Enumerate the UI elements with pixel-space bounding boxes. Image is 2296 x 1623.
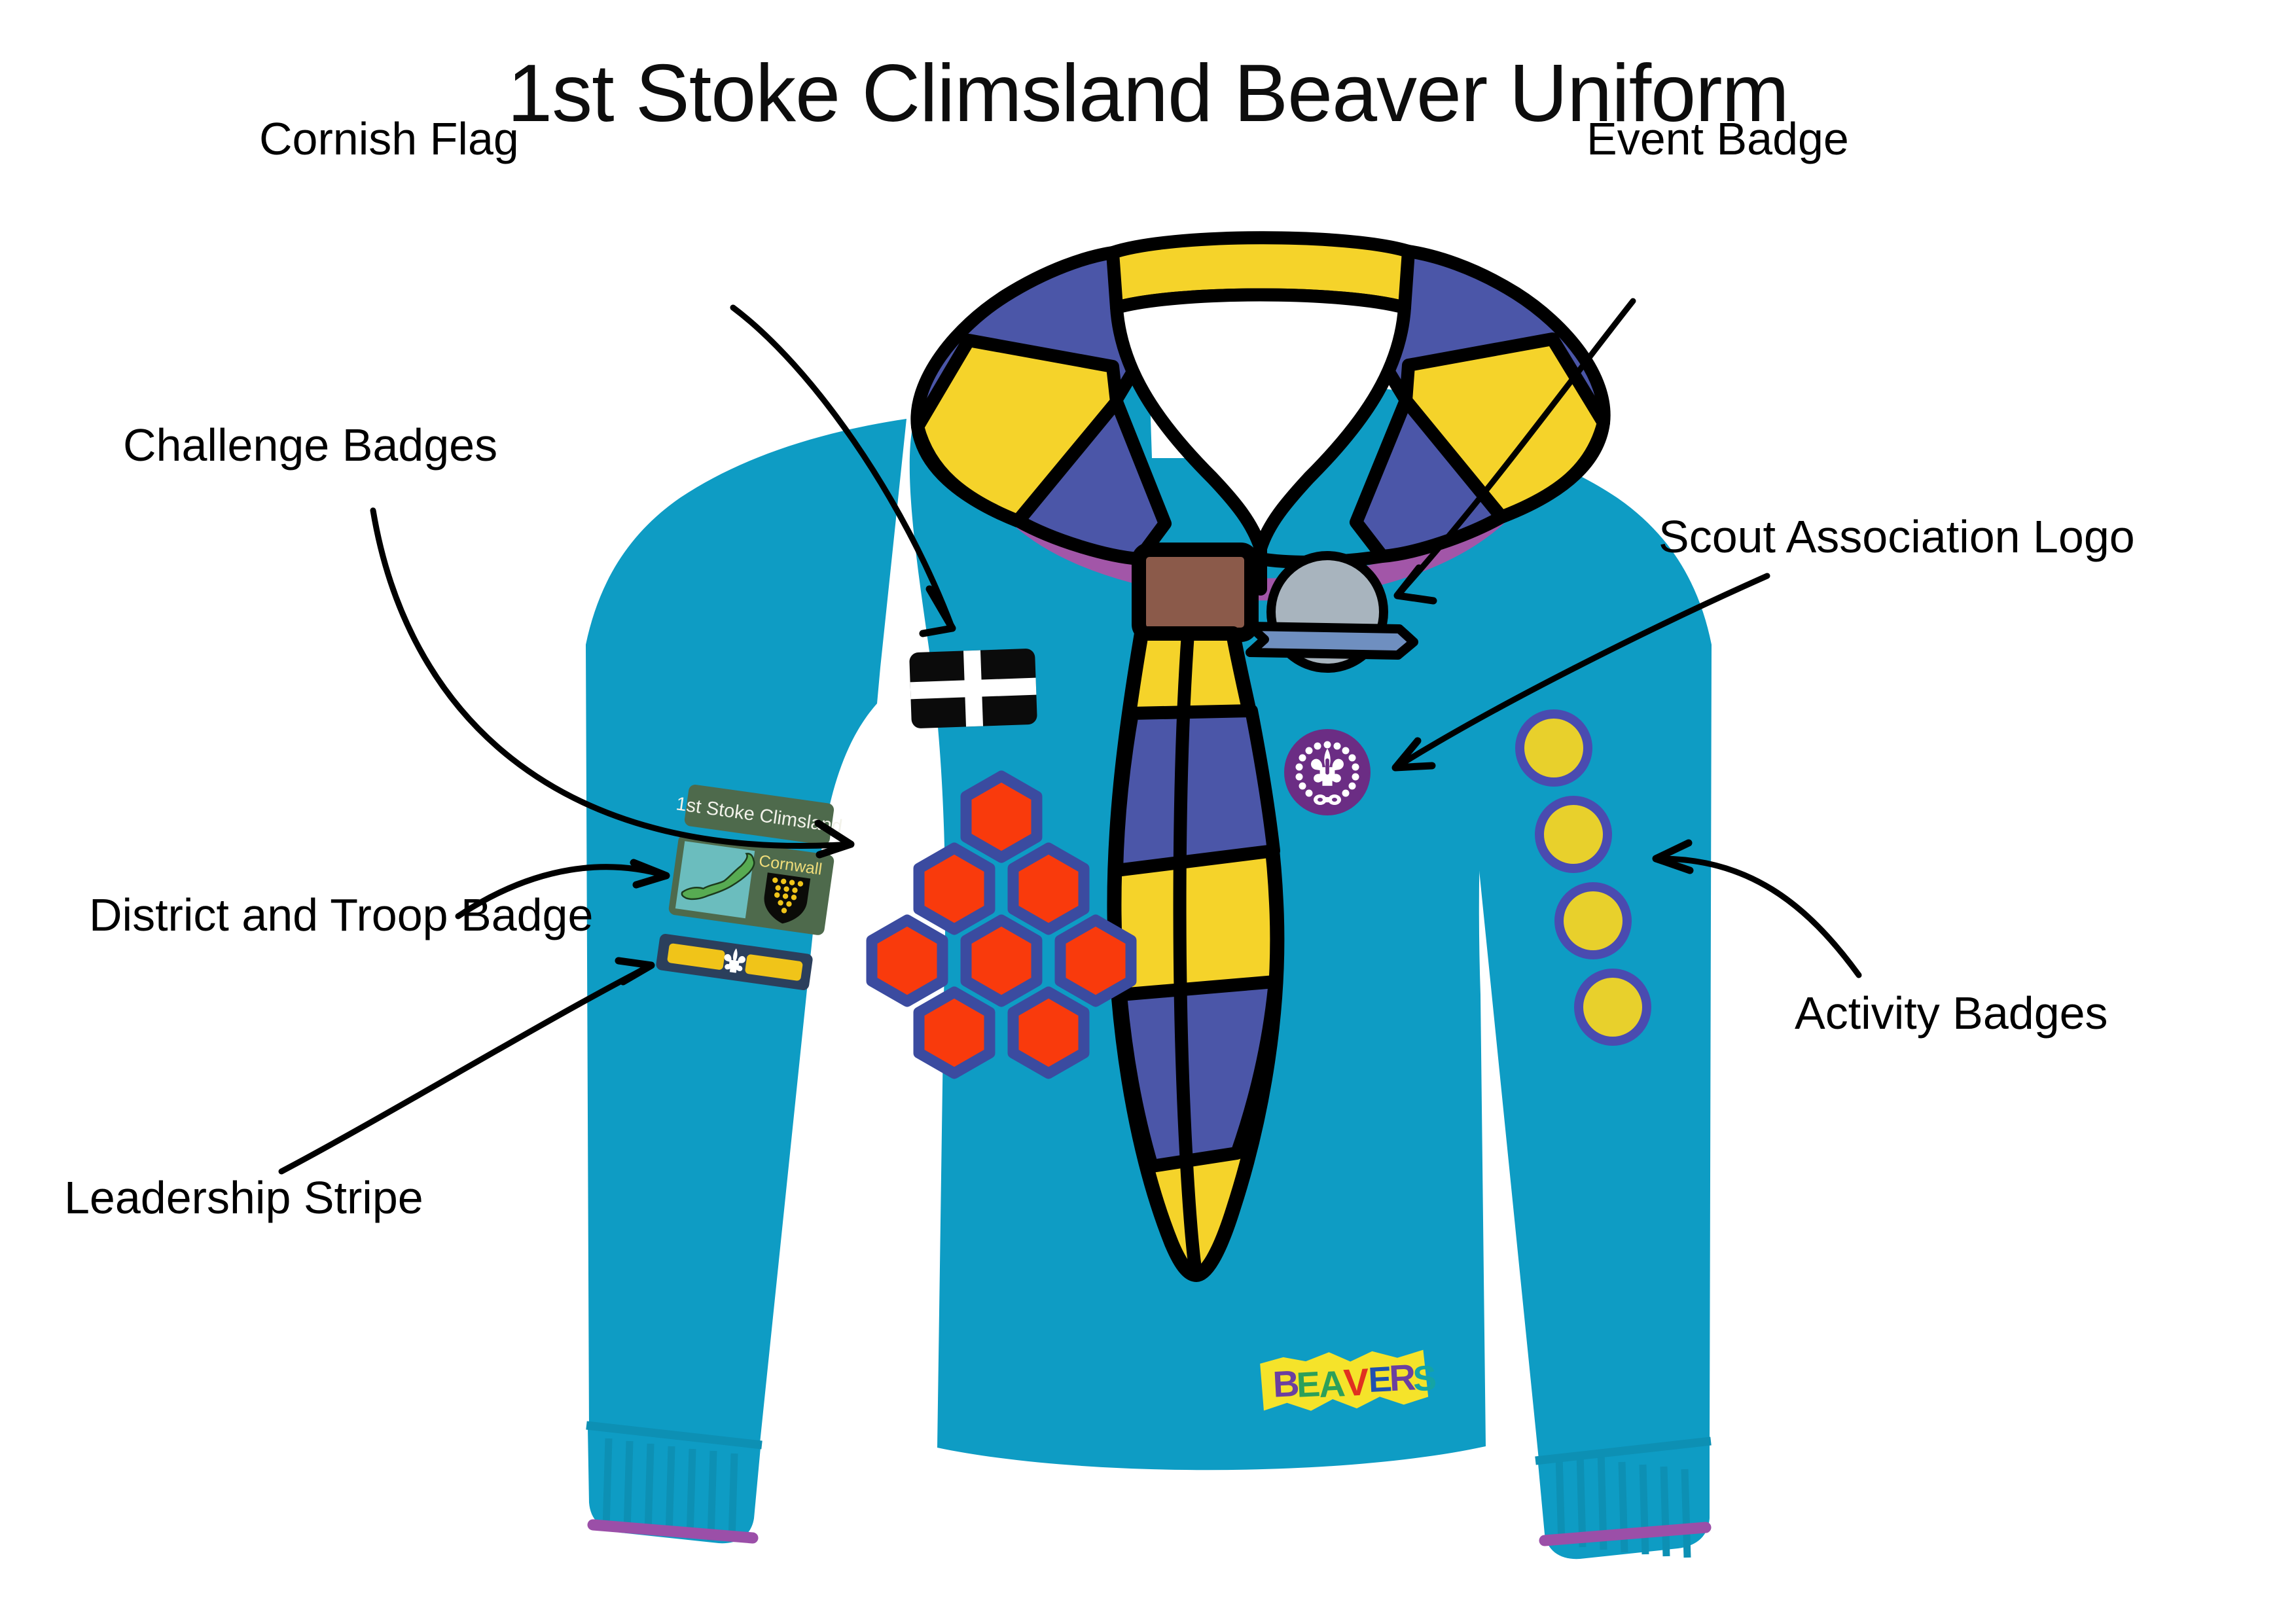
beavers-letter: A: [1318, 1363, 1346, 1405]
activity-badge[interactable]: [1559, 887, 1627, 955]
label-district-and-troop-badge: District and Troop Badge: [89, 889, 594, 940]
beavers-letter: B: [1272, 1363, 1300, 1405]
left-cuff: [586, 1421, 762, 1544]
label-cornish-flag: Cornish Flag: [259, 113, 519, 164]
beavers-logo: B E A V E R S: [1260, 1349, 1437, 1411]
label-challenge-badges: Challenge Badges: [123, 419, 498, 471]
challenge-badge[interactable]: [966, 776, 1037, 857]
neckerchief-tail: [1107, 626, 1285, 1282]
challenge-badge[interactable]: [1060, 920, 1131, 1001]
challenge-badge[interactable]: [1013, 992, 1084, 1073]
beavers-letter: E: [1295, 1364, 1321, 1405]
leadership-stripe[interactable]: [655, 933, 813, 991]
beavers-letter: R: [1388, 1356, 1417, 1399]
label-leadership-stripe: Leadership Stripe: [64, 1172, 423, 1223]
cornish-flag-badge[interactable]: [909, 649, 1037, 729]
challenge-badge[interactable]: [919, 992, 990, 1073]
fleur-de-lis-icon: [724, 948, 745, 973]
challenge-badge[interactable]: [919, 848, 990, 929]
activity-badge[interactable]: [1520, 714, 1588, 782]
leadership-stripe-segment: [745, 954, 803, 981]
scout-association-logo[interactable]: [1284, 729, 1371, 815]
challenge-badge[interactable]: [966, 920, 1037, 1001]
challenge-badge[interactable]: [1013, 848, 1084, 929]
label-event-badge: Event Badge: [1587, 113, 1849, 164]
beavers-letter: S: [1412, 1359, 1437, 1399]
challenge-badge[interactable]: [872, 920, 942, 1001]
activity-badge[interactable]: [1579, 973, 1647, 1041]
woggle: [1132, 543, 1259, 642]
right-cuff: [1535, 1436, 1712, 1560]
district-badge[interactable]: Cornwall: [668, 834, 835, 936]
event-badge[interactable]: [1246, 551, 1418, 673]
label-scout-association-logo: Scout Association Logo: [1659, 511, 2135, 562]
activity-badge[interactable]: [1539, 800, 1607, 868]
beavers-letter: E: [1367, 1359, 1393, 1400]
label-activity-badges: Activity Badges: [1795, 988, 2108, 1039]
neckerchief-collar: [910, 231, 1611, 596]
beavers-letter: V: [1342, 1361, 1370, 1404]
left-sleeve: [586, 419, 906, 1450]
leadership-stripe-segment: [667, 943, 725, 970]
leader-lines: [278, 298, 1862, 1175]
page-title: 1st Stoke Climsland Beaver Uniform: [507, 48, 1789, 139]
